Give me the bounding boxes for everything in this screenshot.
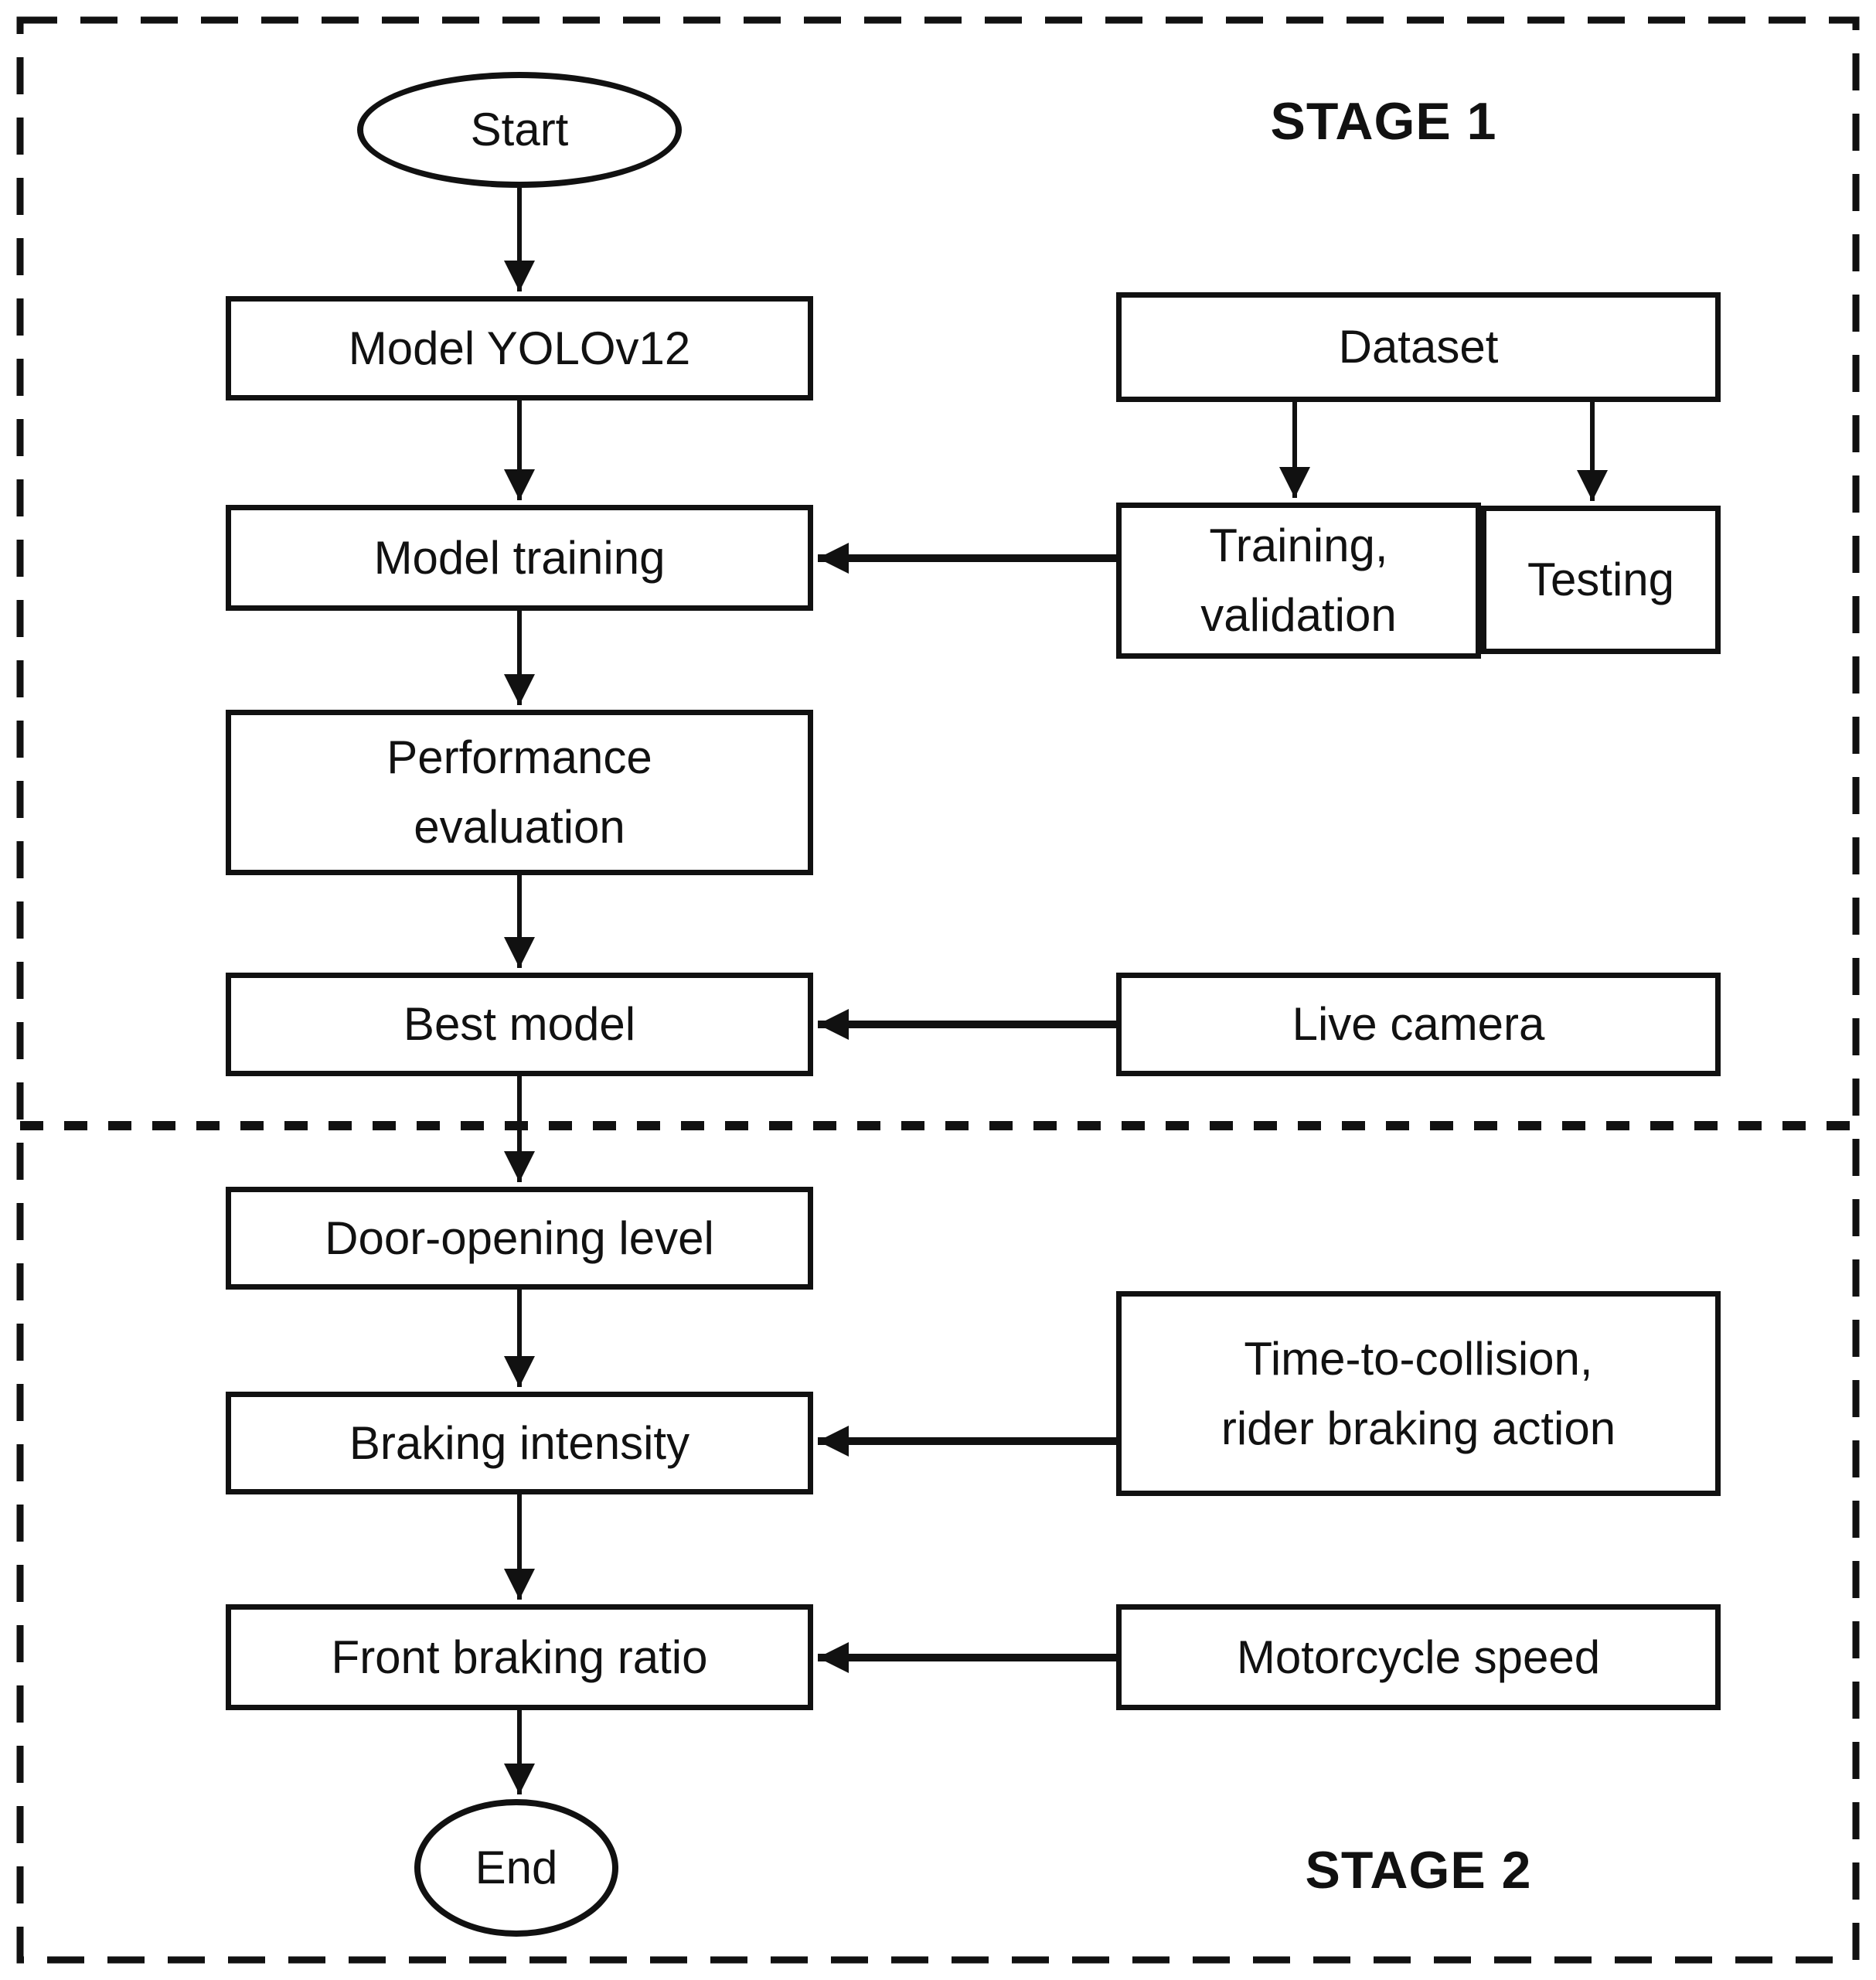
- node-performance-evaluation: Performance evaluation: [226, 710, 813, 875]
- node-front-braking-ratio: Front braking ratio: [226, 1604, 813, 1710]
- node-testing: Testing: [1481, 506, 1721, 654]
- stage-2-label: STAGE 2: [1305, 1841, 1532, 1900]
- node-model-yolov12: Model YOLOv12: [226, 296, 813, 400]
- node-braking-intensity: Braking intensity: [226, 1392, 813, 1494]
- node-live-camera: Live camera: [1116, 973, 1721, 1076]
- node-best-model: Best model: [226, 973, 813, 1076]
- node-dataset: Dataset: [1116, 292, 1721, 402]
- node-start: Start: [357, 72, 682, 188]
- node-model-training: Model training: [226, 505, 813, 611]
- node-motorcycle-speed: Motorcycle speed: [1116, 1604, 1721, 1710]
- node-training-validation: Training, validation: [1116, 503, 1481, 659]
- stage-1-label: STAGE 1: [1270, 92, 1497, 151]
- node-door-opening-level: Door-opening level: [226, 1187, 813, 1290]
- node-time-to-collision-rider-braking: Time-to-collision, rider braking action: [1116, 1291, 1721, 1496]
- node-end: End: [414, 1799, 618, 1937]
